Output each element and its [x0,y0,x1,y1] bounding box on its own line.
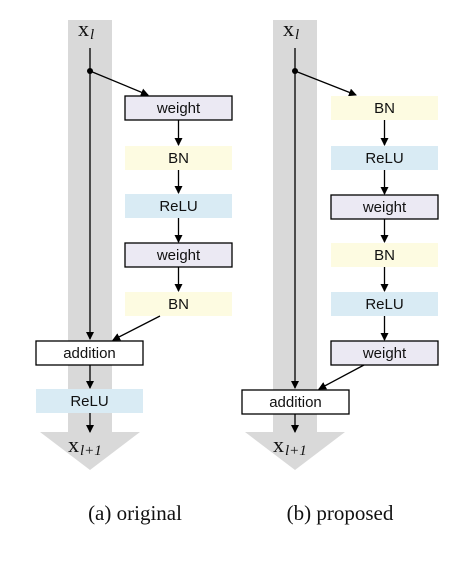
original-addition-label: addition [63,345,116,362]
original-weight-label-1: weight [156,100,201,117]
original-bn-block-1: BN [125,146,232,170]
original-weight-label-2: weight [156,247,201,264]
proposed-bn-label-2: BN [374,247,395,264]
proposed-caption: (b) proposed [287,501,394,525]
original-branch-arrow [89,70,149,97]
proposed-bn-block-2: BN [331,243,438,267]
proposed-output-label: xl+1 [273,432,307,459]
proposed-input-label: xl [283,16,299,43]
proposed-weight-label-2: weight [362,345,407,362]
proposed-unit: xl BN ReLU weight BN [241,16,439,525]
original-merge-arrow [112,315,161,341]
proposed-branch-arrow [294,70,357,97]
proposed-weight-block-1: weight [330,194,439,220]
original-post-relu-label: ReLU [70,393,108,410]
original-bn-label-2: BN [168,296,189,313]
original-relu-label-1: ReLU [159,198,197,215]
proposed-merge-arrow [318,364,365,390]
proposed-relu-block-2: ReLU [331,292,438,316]
proposed-relu-label-1: ReLU [365,150,403,167]
proposed-bn-label-1: BN [374,100,395,117]
original-input-label: xl [78,16,94,43]
proposed-addition-block: addition [241,389,350,415]
proposed-weight-block-2: weight [330,340,439,366]
original-post-relu-block: ReLU [36,389,143,413]
original-unit: xl weight BN ReLU weight [35,16,233,525]
original-caption: (a) original [88,501,182,525]
original-relu-block-1: ReLU [125,194,232,218]
proposed-weight-label-1: weight [362,199,407,216]
original-weight-block-2: weight [124,242,233,268]
proposed-addition-label: addition [269,394,322,411]
proposed-relu-label-2: ReLU [365,296,403,313]
original-bn-block-2: BN [125,292,232,316]
original-bn-label-1: BN [168,150,189,167]
original-weight-block-1: weight [124,95,233,121]
original-output-label: xl+1 [68,432,102,459]
proposed-relu-block-1: ReLU [331,146,438,170]
proposed-bn-block-1: BN [331,96,438,120]
original-addition-block: addition [35,340,144,366]
